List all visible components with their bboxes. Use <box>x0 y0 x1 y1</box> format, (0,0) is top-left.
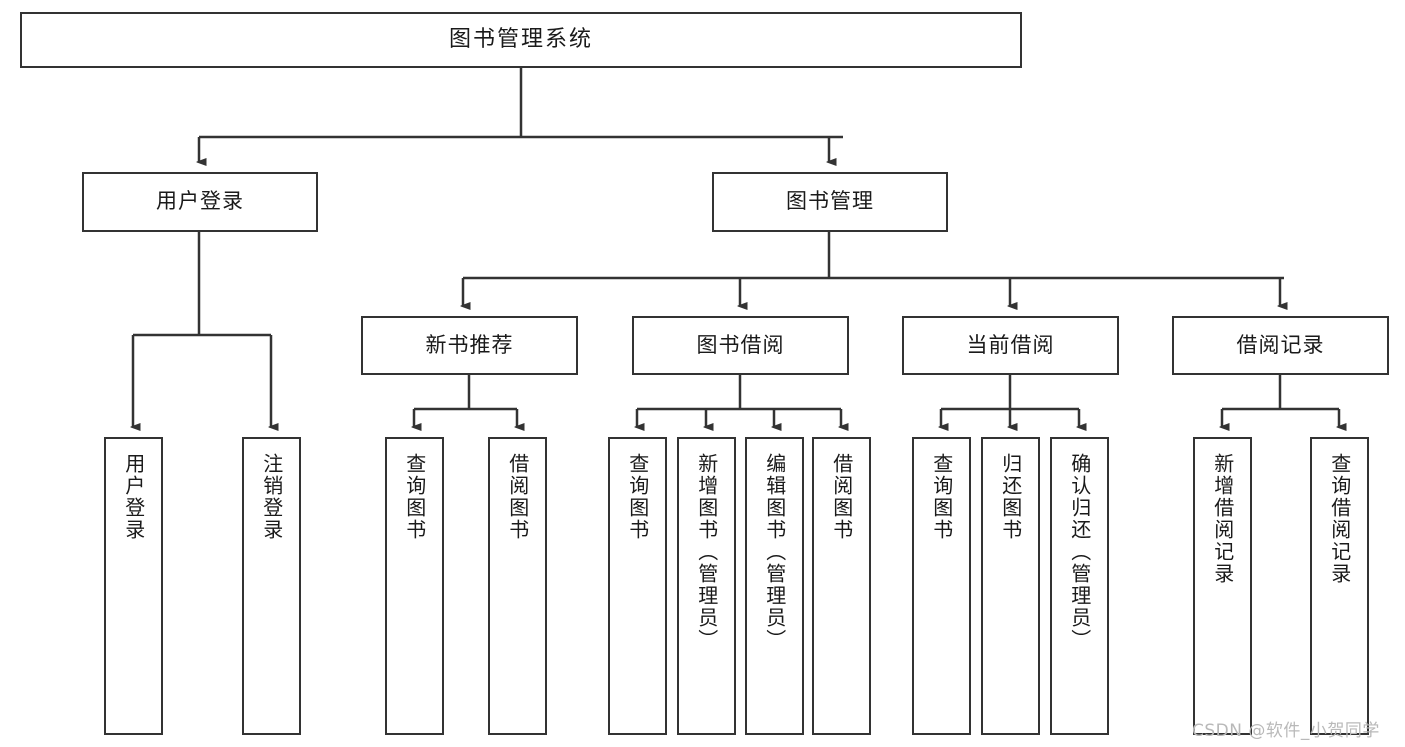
node-leaf-query-book-3[interactable]: 查询图书 <box>912 437 971 735</box>
node-label: 图书管理系统 <box>448 26 593 52</box>
node-leaf-edit-book[interactable]: 编辑图书（管理员） <box>745 437 804 735</box>
node-label: 编辑图书（管理员） <box>762 453 787 651</box>
node-book-management-system[interactable]: 图书管理系统 <box>20 12 1022 68</box>
node-label: 图书借阅 <box>696 332 785 357</box>
node-label: 借阅图书 <box>829 453 854 541</box>
node-label: 新增图书（管理员） <box>694 453 719 651</box>
node-label: 新书推荐 <box>425 332 514 357</box>
node-label: 用户登录 <box>156 189 244 214</box>
node-book-borrow[interactable]: 图书借阅 <box>632 316 849 375</box>
node-label: 借阅图书 <box>505 453 530 541</box>
node-label: 借阅记录 <box>1236 332 1325 357</box>
node-user-login[interactable]: 用户登录 <box>82 172 318 232</box>
node-leaf-user-login[interactable]: 用户登录 <box>104 437 163 735</box>
node-leaf-query-record[interactable]: 查询借阅记录 <box>1310 437 1369 735</box>
node-leaf-add-record[interactable]: 新增借阅记录 <box>1193 437 1252 735</box>
node-label: 新增借阅记录 <box>1210 453 1235 585</box>
node-leaf-confirm-return[interactable]: 确认归还（管理员） <box>1050 437 1109 735</box>
node-label: 查询图书 <box>929 453 954 541</box>
node-leaf-borrow-book-1[interactable]: 借阅图书 <box>488 437 547 735</box>
node-leaf-borrow-book-2[interactable]: 借阅图书 <box>812 437 871 735</box>
node-leaf-add-book[interactable]: 新增图书（管理员） <box>677 437 736 735</box>
watermark-text: CSDN @软件_小贺同学 <box>1192 721 1380 741</box>
node-leaf-query-book-2[interactable]: 查询图书 <box>608 437 667 735</box>
node-current-borrow[interactable]: 当前借阅 <box>902 316 1119 375</box>
node-label: 图书管理 <box>786 189 874 214</box>
node-leaf-return-book[interactable]: 归还图书 <box>981 437 1040 735</box>
node-leaf-query-book-1[interactable]: 查询图书 <box>385 437 444 735</box>
node-new-book-recommend[interactable]: 新书推荐 <box>361 316 578 375</box>
node-book-manage[interactable]: 图书管理 <box>712 172 948 232</box>
node-label: 用户登录 <box>121 453 146 541</box>
node-label: 查询借阅记录 <box>1327 453 1352 585</box>
node-label: 确认归还（管理员） <box>1067 453 1092 651</box>
node-label: 注销登录 <box>259 453 284 541</box>
node-borrow-record[interactable]: 借阅记录 <box>1172 316 1389 375</box>
node-leaf-user-logout[interactable]: 注销登录 <box>242 437 301 735</box>
node-label: 查询图书 <box>402 453 427 541</box>
node-label: 归还图书 <box>998 453 1023 541</box>
node-label: 查询图书 <box>625 453 650 541</box>
node-label: 当前借阅 <box>966 332 1055 357</box>
